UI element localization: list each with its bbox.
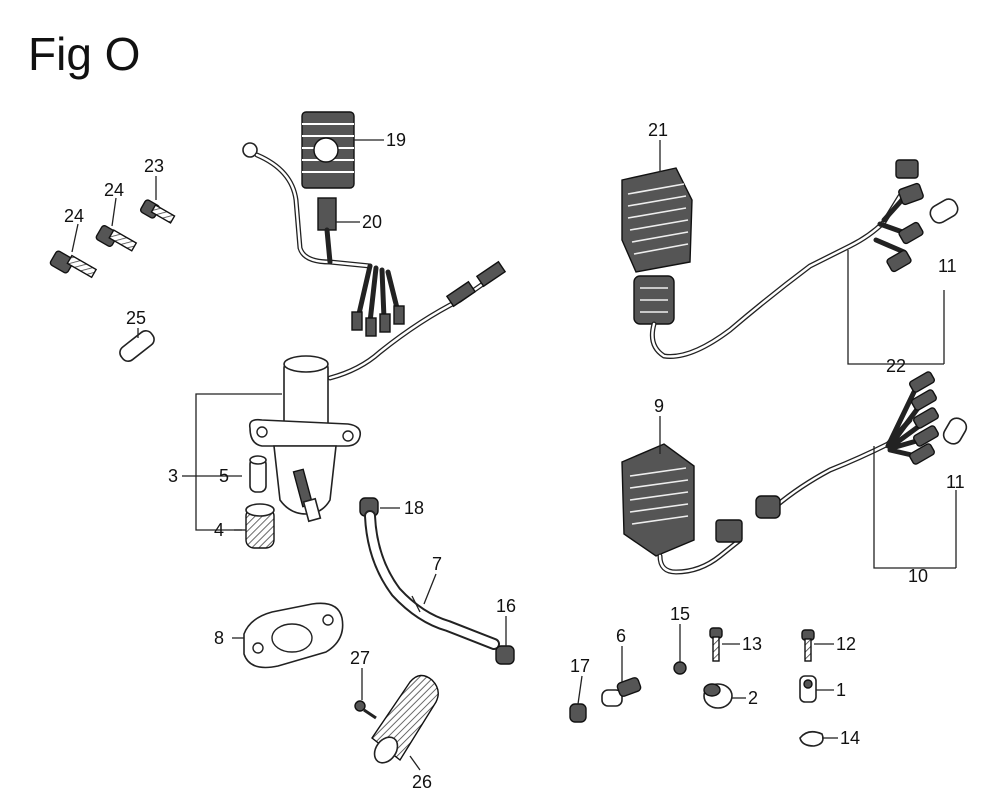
callout-19: 19 [386,130,406,150]
callout-23: 23 [144,156,164,176]
part-20-harness [242,142,405,337]
callout-8: 8 [214,628,224,648]
part-17-clip [569,703,587,723]
callout-10: 10 [908,566,928,586]
callout-14: 14 [840,728,860,748]
callout-brackets [847,250,957,569]
part-3-solenoid [248,355,362,523]
part-12-bolt [801,629,815,662]
callout-17: 17 [570,656,590,676]
callout-26: 26 [412,772,432,792]
part-11-cap-lower [942,417,968,445]
leader-lines [71,139,838,771]
callout-11-lower: 11 [946,472,965,492]
part-3-bracket [182,393,282,531]
part-13-bolt [709,627,723,662]
part-16-clip [495,645,515,665]
part-27-screw [354,700,377,720]
callout-21: 21 [648,120,668,140]
callout-5: 5 [219,466,229,486]
part-23-bolt [139,199,176,224]
part-5-pin [249,455,267,493]
callout-18: 18 [404,498,424,518]
callout-24-lower: 24 [64,206,84,226]
part-1-fitting [799,675,817,703]
part-24-bolt-a [49,250,98,279]
part-11-cap-upper [929,198,959,224]
callout-3: 3 [168,466,178,486]
callout-6: 6 [616,626,626,646]
callout-24-upper: 24 [104,180,124,200]
part-8-gasket [243,602,344,669]
callout-22: 22 [886,356,906,376]
part-15-nut [673,661,687,675]
callout-20: 20 [362,212,382,232]
part-24-bolt-b [95,224,138,252]
callout-16: 16 [496,596,516,616]
callout-4: 4 [214,520,224,540]
part-7-hose [364,510,500,650]
callout-27: 27 [350,648,370,668]
part-9-regulator [621,443,695,557]
callout-13: 13 [742,634,762,654]
part-21-regulator [621,167,693,325]
part-14-clip [799,730,824,747]
part-10-harness [657,371,939,575]
callout-15: 15 [670,604,690,624]
part-19-heat-sink [301,111,355,189]
callout-12: 12 [836,634,856,654]
callout-25: 25 [126,308,146,328]
part-25-pin [119,330,155,362]
part-22-harness [649,159,924,359]
callout-9: 9 [654,396,664,416]
part-26-grip [371,674,439,764]
part-2-cap [703,683,733,709]
figure-title: Fig O [28,28,140,80]
callout-1: 1 [836,680,846,700]
part-6-fitting [601,677,642,707]
callout-7: 7 [432,554,442,574]
part-3-lead-wire [327,260,507,381]
part-4-bushing [245,503,275,549]
callout-2: 2 [748,688,758,708]
callout-11-upper: 11 [938,256,957,276]
